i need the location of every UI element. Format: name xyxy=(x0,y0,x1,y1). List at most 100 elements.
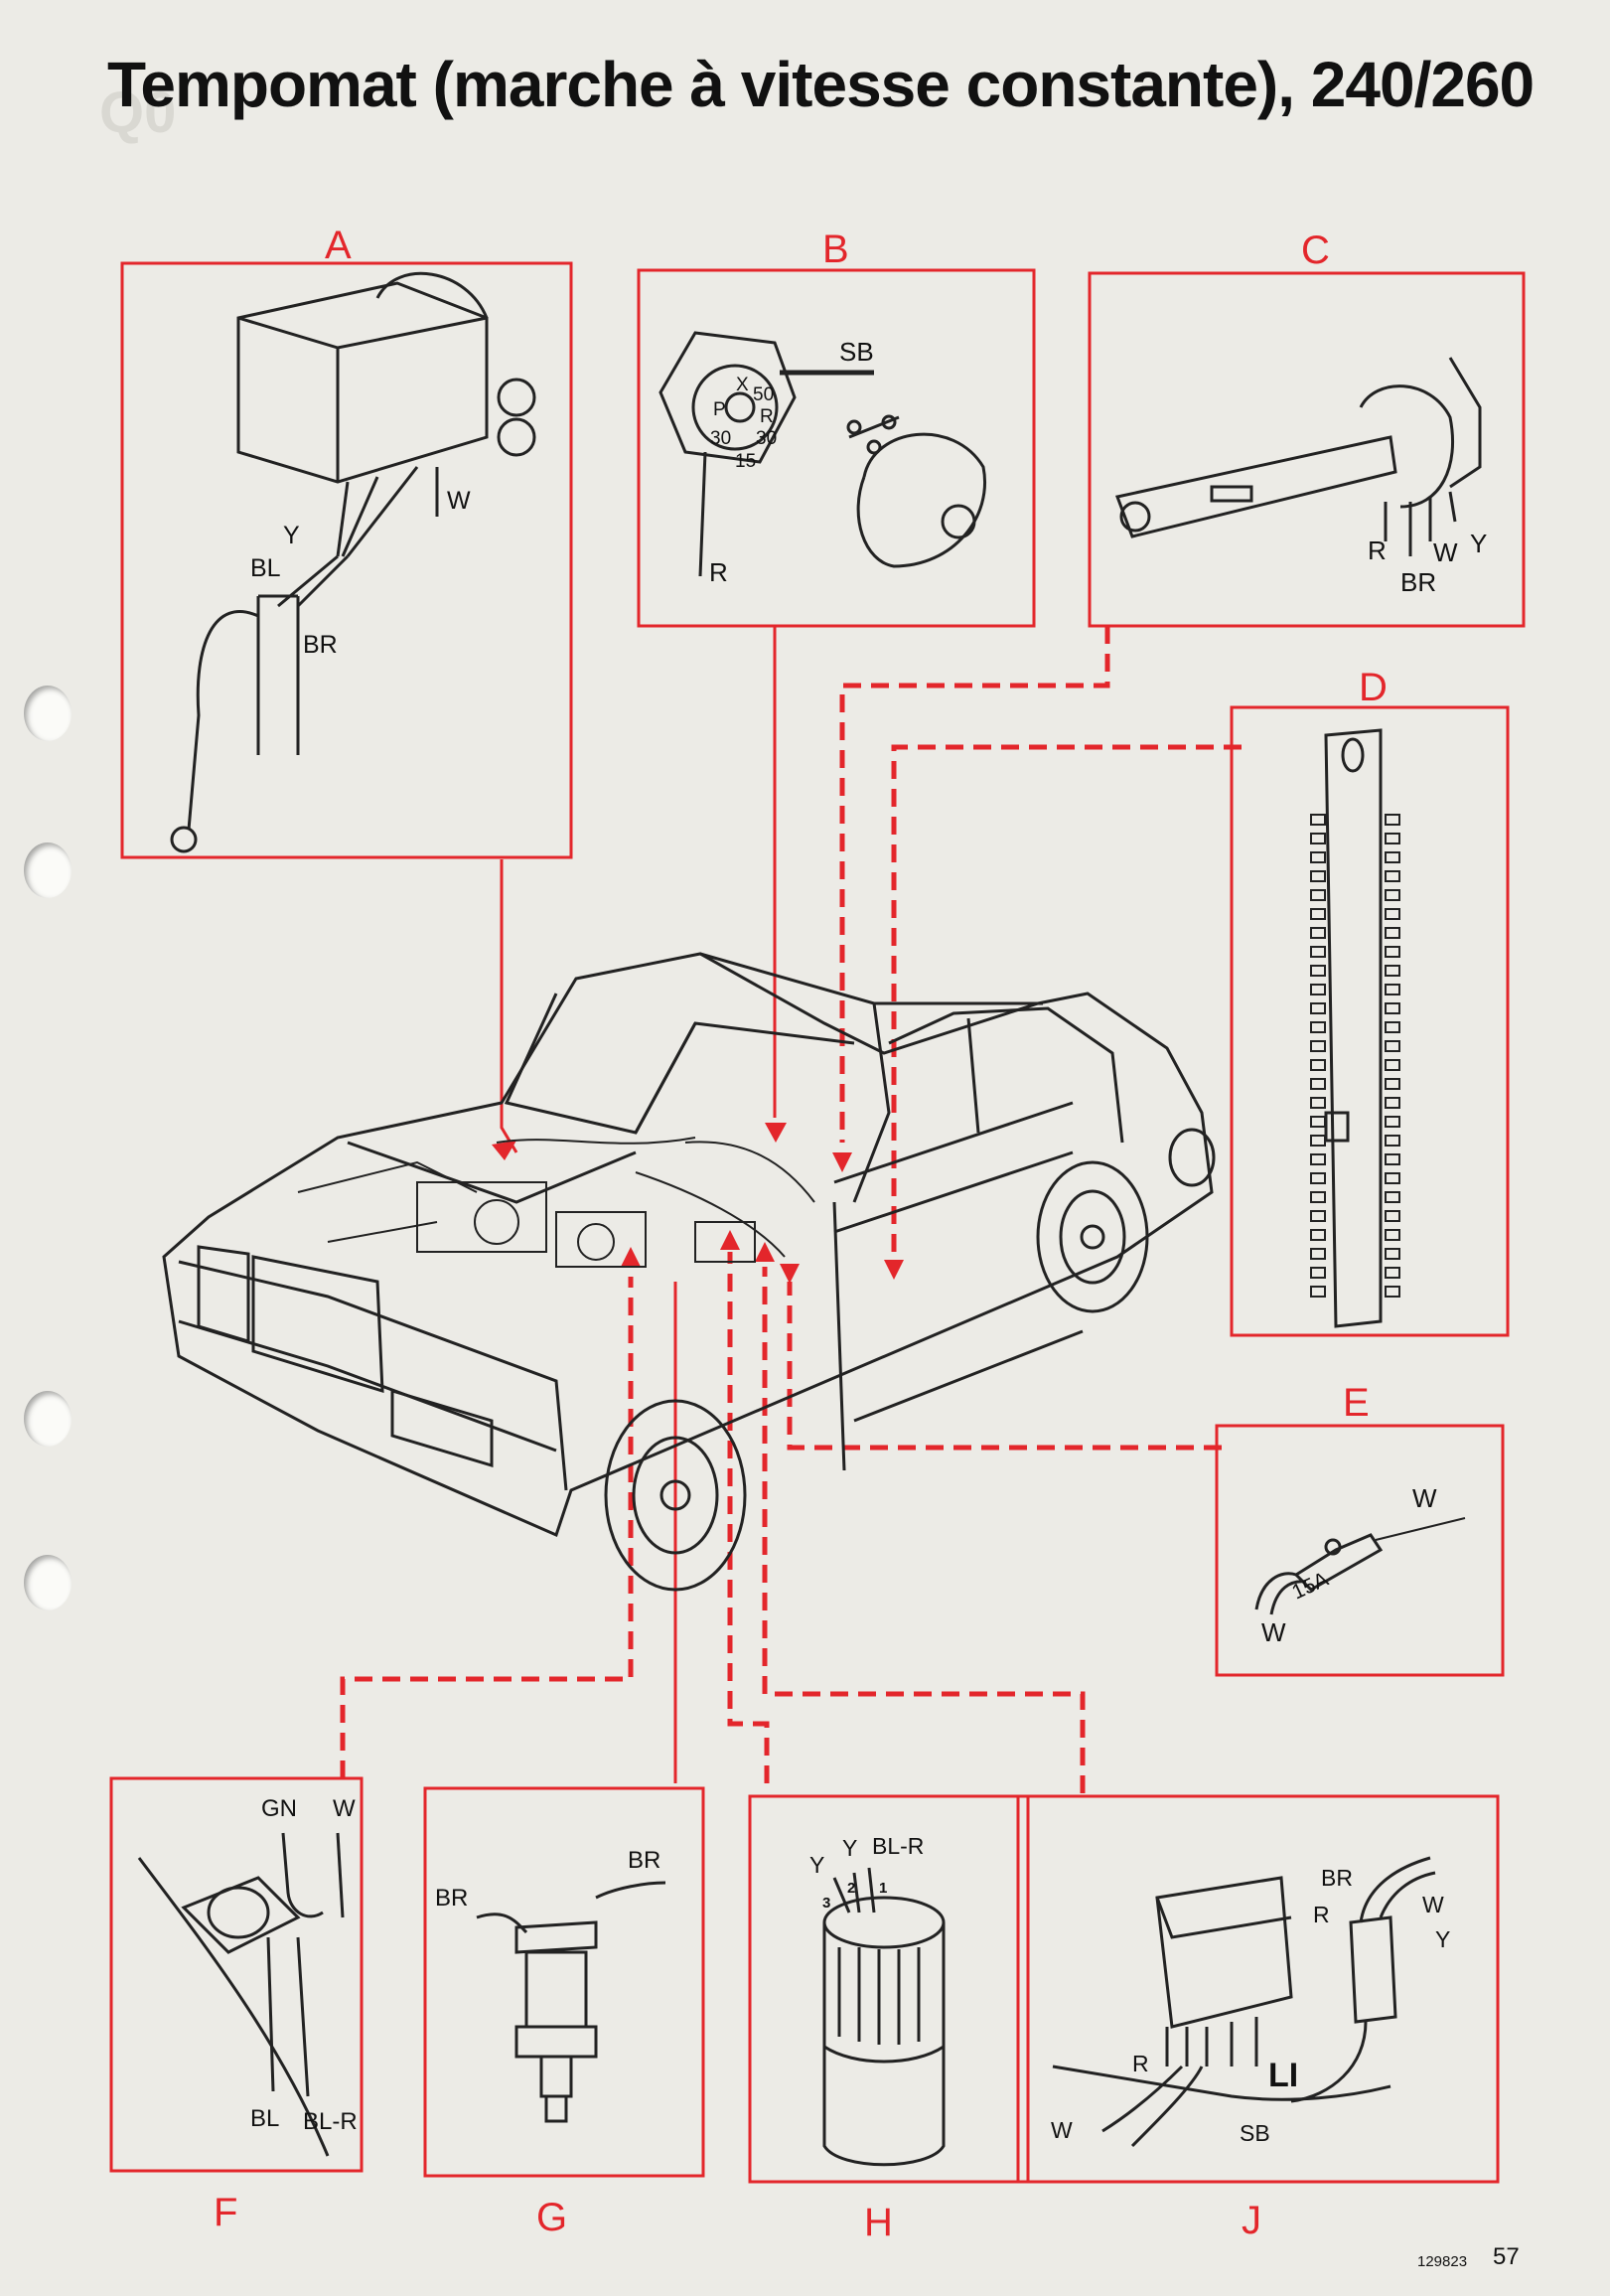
page-number: 57 xyxy=(1493,2243,1520,2270)
panel-h-frame xyxy=(748,1794,1030,2184)
wire-label-br-left: BR xyxy=(435,1885,468,1912)
control-unit-drawing xyxy=(170,271,536,853)
panel-f-frame xyxy=(109,1776,364,2173)
terminal-p: P xyxy=(713,399,726,420)
panel-b-frame xyxy=(637,268,1036,628)
bleed-through-title: Q0 xyxy=(99,80,177,145)
binder-hole xyxy=(24,686,72,741)
footer-code: 129823 xyxy=(1417,2253,1468,2270)
wheels xyxy=(604,1128,1216,1592)
panel-c-label: C xyxy=(1301,229,1330,272)
terminal-pin xyxy=(1385,1248,1400,1260)
terminal-pin xyxy=(1385,814,1400,826)
terminal-pin xyxy=(1310,908,1326,920)
terminal-pin xyxy=(1385,889,1400,901)
terminal-pin xyxy=(1310,1040,1326,1052)
terminal-pin xyxy=(1310,1267,1326,1279)
page-title: Tempomat (marche à vitesse constante), 2… xyxy=(107,49,1535,120)
binder-hole xyxy=(24,842,72,898)
terminal-pin xyxy=(1385,1229,1400,1241)
panel-a-frame xyxy=(120,261,573,859)
terminal-x: X xyxy=(736,375,749,395)
terminal-pin xyxy=(1385,851,1400,863)
terminal-pin xyxy=(1310,1078,1326,1090)
terminal-pin xyxy=(1310,1153,1326,1165)
terminal-pin xyxy=(1310,814,1326,826)
terminal-15: 15 xyxy=(735,451,756,472)
binder-hole xyxy=(24,1555,72,1610)
terminal-pin xyxy=(1310,946,1326,958)
terminal-pin xyxy=(1385,984,1400,995)
terminal-pin xyxy=(1310,1021,1326,1033)
wire-label-sb: SB xyxy=(839,337,874,367)
fuse-holder-drawing xyxy=(1254,1517,1466,1615)
panel-f-label: F xyxy=(214,2191,237,2234)
terminal-pin xyxy=(1385,946,1400,958)
terminal-50: 50 xyxy=(753,384,774,405)
wire-label-bl: BL xyxy=(250,554,281,582)
wire-label-w: W xyxy=(1422,1892,1444,1917)
terminal-pin xyxy=(1385,1021,1400,1033)
control-stalk-drawing xyxy=(1114,357,1482,556)
panel-c-frame xyxy=(1088,271,1526,628)
terminal-pin xyxy=(1310,1172,1326,1184)
car-drawing xyxy=(162,952,1214,1538)
terminal-pin xyxy=(1385,1135,1400,1147)
connector-drawing xyxy=(1052,1856,1436,2148)
panel-g-label: G xyxy=(536,2196,567,2239)
wire-label-r-lower: R xyxy=(1132,2051,1149,2076)
panel-a: A W Y BL xyxy=(120,224,573,859)
wire-label-w: W xyxy=(447,487,471,515)
connector-lines xyxy=(340,626,1242,1793)
wire-label-r: R xyxy=(709,557,728,587)
wire-label-br: BR xyxy=(303,631,338,659)
terminal-pin xyxy=(1385,1286,1400,1298)
binder-hole xyxy=(24,1391,72,1447)
terminal-pin xyxy=(1385,1002,1400,1014)
terminal-pin xyxy=(1385,1267,1400,1279)
terminal-30-right: 30 xyxy=(756,428,777,449)
terminal-pin xyxy=(1310,1097,1326,1109)
panel-d: D xyxy=(1230,666,1510,1337)
terminal-r: R xyxy=(760,406,774,427)
wire-label-y-left: Y xyxy=(809,1852,824,1878)
terminal-pin xyxy=(1310,851,1326,863)
terminal-pin xyxy=(1385,1040,1400,1052)
wire-label-br-right: BR xyxy=(628,1847,660,1874)
wire-label-w: W xyxy=(333,1795,356,1822)
wire-label-r: R xyxy=(1313,1902,1330,1927)
wire-label-w: W xyxy=(1433,537,1458,567)
panel-b-label: B xyxy=(822,228,849,271)
terminal-pin xyxy=(1310,889,1326,901)
wire-label-w-lower: W xyxy=(1051,2117,1073,2143)
terminal-pin xyxy=(1310,1059,1326,1071)
terminal-pin xyxy=(1385,965,1400,977)
panel-e-frame xyxy=(1215,1424,1505,1677)
terminal-pin xyxy=(1310,833,1326,844)
wire-label-li: LI xyxy=(1268,2057,1298,2094)
terminal-pin xyxy=(1310,927,1326,939)
ignition-switch-drawing xyxy=(659,331,986,577)
connector-arrowheads xyxy=(492,1123,904,1284)
pin-3: 3 xyxy=(822,1895,830,1912)
terminal-pin xyxy=(1310,1229,1326,1241)
terminal-pin xyxy=(1385,1210,1400,1222)
terminal-pin xyxy=(1310,1116,1326,1128)
terminal-pin xyxy=(1385,1153,1400,1165)
terminal-pin xyxy=(1310,984,1326,995)
terminal-block-drawing xyxy=(1324,728,1383,1328)
terminal-pin xyxy=(1310,1286,1326,1298)
panel-h: H Y Y BL-R 3 2 1 xyxy=(748,1794,1030,2244)
panel-c: C R W Y BR xyxy=(1088,229,1526,628)
wire-label-bl: BL xyxy=(250,2105,279,2132)
terminal-pin xyxy=(1385,1172,1400,1184)
terminal-30-left: 30 xyxy=(710,428,731,449)
terminal-pin xyxy=(1385,908,1400,920)
panel-h-label: H xyxy=(864,2201,893,2244)
panel-d-frame xyxy=(1230,705,1510,1337)
wire-label-w-top: W xyxy=(1412,1483,1437,1513)
wire-label-gn: GN xyxy=(261,1795,297,1822)
panel-j-frame xyxy=(1016,1794,1500,2184)
wire-label-y-right: Y xyxy=(842,1835,857,1861)
